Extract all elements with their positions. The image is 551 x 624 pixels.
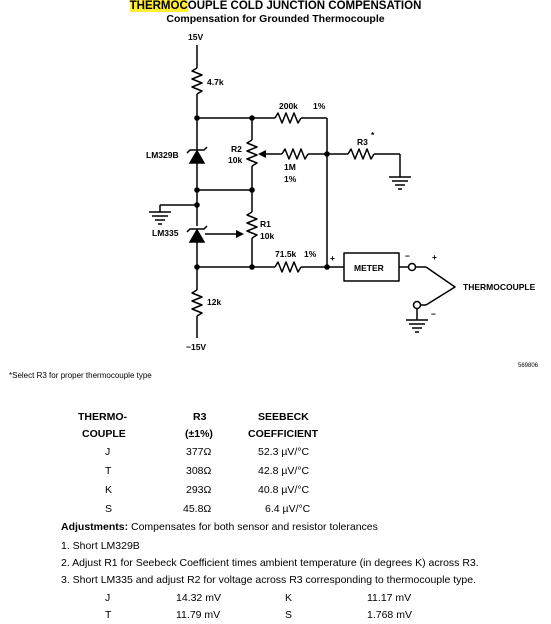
cell-r3: 45.8Ω xyxy=(183,503,212,515)
adjustments-intro: Adjustments: Compensates for both sensor… xyxy=(61,521,378,533)
th-seebeck-1: SEEBECK xyxy=(258,411,309,423)
adj-type: S xyxy=(285,609,293,621)
ground-icon xyxy=(389,176,411,190)
resistor-r3 xyxy=(347,148,375,160)
title-block: THERMOCOUPLE COLD JUNCTION COMPENSATION … xyxy=(0,0,551,25)
th-r3-1: R3 xyxy=(193,411,207,423)
label-lm329b: LM329B xyxy=(146,150,179,160)
adj-value: 1.768 mV xyxy=(367,609,412,621)
lm335-diode xyxy=(188,228,206,243)
meter-label: METER xyxy=(354,263,384,273)
cell-type: S xyxy=(105,503,113,515)
junction-dot xyxy=(194,202,200,208)
label-tc-minus: − xyxy=(431,309,436,319)
adj-type: T xyxy=(105,609,112,621)
adjustment-step: 3. Short LM335 and adjust R2 for voltage… xyxy=(61,574,476,586)
title-highlight: THERMOC xyxy=(129,0,188,12)
cell-r3: 308Ω xyxy=(186,465,212,477)
label-r3: R3 xyxy=(357,137,368,147)
junction-dot xyxy=(324,264,330,270)
resistor-r1 xyxy=(246,211,258,239)
ground-icon xyxy=(406,319,428,333)
junction-dot xyxy=(194,187,200,193)
cell-seebeck: 6.4 µV/°C xyxy=(265,503,311,515)
adjustments-label: Adjustments: xyxy=(61,521,129,533)
label-thermocouple: THERMOCOUPLE xyxy=(463,282,536,292)
label-1m: 1M xyxy=(284,162,296,172)
label-200k: 200k xyxy=(279,101,298,111)
resistor-1m xyxy=(281,148,309,160)
junction-dot xyxy=(249,115,255,121)
label-r2: R2 xyxy=(231,144,242,154)
adj-value: 11.17 mV xyxy=(367,592,412,604)
adj-value: 14.32 mV xyxy=(176,592,221,604)
adj-type: K xyxy=(285,592,293,604)
r1-wiper-arrow xyxy=(236,230,244,238)
label-r1-val: 10k xyxy=(260,231,274,241)
th-thermocouple-1: THERMO- xyxy=(78,411,127,423)
label-meter-plus: + xyxy=(432,252,437,262)
junction-dot xyxy=(194,264,200,270)
label-meter-minus: − xyxy=(405,251,410,261)
label-71-5k-tol: 1% xyxy=(304,249,317,259)
junction-dot xyxy=(249,187,255,193)
cell-r3: 377Ω xyxy=(186,446,212,458)
adjustments-text: Compensates for both sensor and resistor… xyxy=(128,521,378,533)
label-r1: R1 xyxy=(260,219,271,229)
label-r2-val: 10k xyxy=(228,155,242,165)
cell-seebeck: 40.8 µV/°C xyxy=(258,484,310,496)
label-200k-tol: 1% xyxy=(313,101,326,111)
figure-id: 569806 xyxy=(518,363,539,369)
resistor-12k xyxy=(191,289,203,317)
label-12k: 12k xyxy=(207,297,221,307)
lm335-zener-bar xyxy=(186,225,208,233)
adj-type: J xyxy=(105,592,111,604)
resistor-71-5k xyxy=(274,261,302,273)
cell-type: T xyxy=(105,465,112,477)
circuit-schematic: 15V 4.7k 200k 1% R3 * LM329B R2 10k 1M 1… xyxy=(146,32,539,369)
cell-type: J xyxy=(105,446,111,458)
r2-wiper-arrow xyxy=(258,150,266,158)
resistor-4-7k xyxy=(191,67,203,95)
label-r3-star: * xyxy=(371,130,375,140)
ground-icon xyxy=(149,211,171,225)
junction-dot xyxy=(194,115,200,121)
label-15v: 15V xyxy=(188,32,203,42)
page-subtitle: Compensation for Grounded Thermocouple xyxy=(166,13,385,25)
footnote: *Select R3 for proper thermocouple type xyxy=(9,371,152,380)
lm329b-diode xyxy=(188,149,206,164)
adjustment-step: 2. Adjust R1 for Seebeck Coefficient tim… xyxy=(61,557,479,569)
cell-seebeck: 52.3 µV/°C xyxy=(258,446,310,458)
title-rest: OUPLE COLD JUNCTION COMPENSATION xyxy=(187,0,422,12)
label-lm335: LM335 xyxy=(152,228,179,238)
junction-dot xyxy=(324,151,330,157)
cell-r3: 293Ω xyxy=(186,484,212,496)
adjustment-step: 1. Short LM329B xyxy=(61,540,140,552)
th-seebeck-2: COEFFICIENT xyxy=(248,428,318,440)
adj-value: 11.79 mV xyxy=(176,609,221,621)
label-1m-tol: 1% xyxy=(284,174,297,184)
th-thermocouple-2: COUPLE xyxy=(82,428,126,440)
label-plus-node: + xyxy=(330,253,335,263)
label-neg-15v: −15V xyxy=(186,342,206,352)
cell-type: K xyxy=(105,484,113,496)
page-title: THERMOCOUPLE COLD JUNCTION COMPENSATION xyxy=(0,0,551,13)
junction-dot xyxy=(249,264,255,270)
resistor-200k xyxy=(274,112,302,124)
meter-terminal xyxy=(407,262,417,272)
thermocouple-junction xyxy=(425,266,456,306)
cell-seebeck: 42.8 µV/°C xyxy=(258,465,310,477)
tc-terminal xyxy=(412,300,422,310)
label-4-7k: 4.7k xyxy=(207,77,224,87)
label-71-5k: 71.5k xyxy=(275,249,297,259)
th-r3-2: (±1%) xyxy=(185,428,213,440)
resistor-r2 xyxy=(246,139,258,167)
